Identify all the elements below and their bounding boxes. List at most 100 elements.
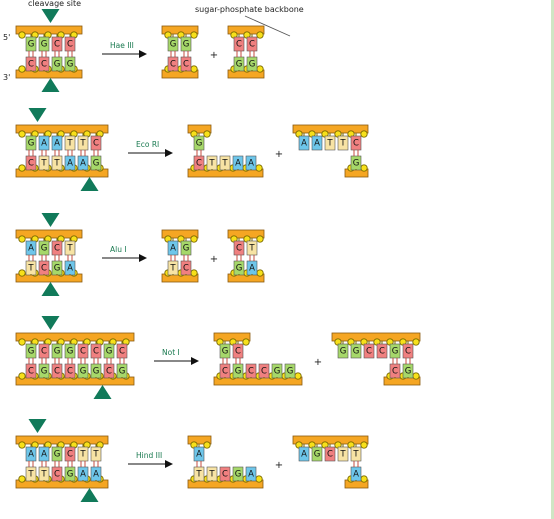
top-base-letter: C bbox=[93, 347, 99, 357]
bottom-base-letter: C bbox=[41, 60, 47, 70]
top-backbone-phosphate bbox=[18, 130, 26, 138]
top-base-box bbox=[232, 343, 244, 359]
bottom-base-letter: A bbox=[235, 159, 241, 169]
top-base-letter: G bbox=[28, 139, 35, 149]
cleavage-site-marker bbox=[80, 177, 99, 191]
bottom-base-letter: T bbox=[27, 264, 34, 274]
top-base-box bbox=[193, 135, 205, 151]
top-base-box bbox=[38, 240, 50, 256]
bottom-base-letter: T bbox=[27, 470, 34, 480]
top-backbone-phosphate bbox=[242, 338, 250, 346]
top-base-letter: T bbox=[92, 450, 99, 460]
top-base-box bbox=[25, 446, 37, 462]
plus-sign: + bbox=[275, 149, 283, 160]
top-base-letter: T bbox=[66, 244, 73, 254]
top-base-letter: G bbox=[314, 450, 321, 460]
bottom-backbone-phosphate bbox=[255, 164, 263, 172]
bottom-base-letter: T bbox=[208, 159, 215, 169]
top-base-box bbox=[38, 343, 50, 359]
top-base-box bbox=[64, 36, 76, 52]
plus-sign: + bbox=[275, 460, 283, 471]
top-base-letter: G bbox=[106, 347, 113, 357]
top-base-box bbox=[51, 240, 63, 256]
top-base-box bbox=[167, 36, 179, 52]
cleavage-site-label: cleavage site bbox=[28, 0, 81, 8]
bottom-base-letter: A bbox=[248, 470, 254, 480]
top-base-box bbox=[77, 343, 89, 359]
five-prime-label: 5' bbox=[3, 33, 10, 42]
three-prime-label: 3' bbox=[3, 73, 10, 82]
top-base-box bbox=[64, 446, 76, 462]
top-base-letter: A bbox=[28, 450, 34, 460]
top-base-letter: C bbox=[41, 347, 47, 357]
top-base-letter: A bbox=[301, 139, 307, 149]
top-base-box bbox=[376, 343, 388, 359]
top-base-letter: G bbox=[28, 40, 35, 50]
top-base-letter: A bbox=[41, 139, 47, 149]
top-base-letter: G bbox=[67, 347, 74, 357]
bottom-base-letter: C bbox=[28, 60, 34, 70]
top-base-letter: C bbox=[366, 347, 372, 357]
top-base-letter: T bbox=[248, 244, 255, 254]
bottom-base-letter: G bbox=[119, 367, 126, 377]
top-base-letter: T bbox=[326, 139, 333, 149]
top-base-box bbox=[233, 240, 245, 256]
bottom-base-letter: G bbox=[353, 159, 360, 169]
cleavage-site-marker bbox=[41, 282, 60, 296]
top-backbone-phosphate bbox=[360, 441, 368, 449]
bottom-base-letter: A bbox=[353, 470, 359, 480]
bottom-base-letter: C bbox=[106, 367, 112, 377]
bottom-base-letter: T bbox=[221, 159, 228, 169]
top-base-letter: G bbox=[41, 40, 48, 50]
top-base-box bbox=[298, 135, 310, 151]
top-base-box bbox=[402, 343, 414, 359]
bottom-base-letter: C bbox=[222, 367, 228, 377]
top-base-box bbox=[311, 135, 323, 151]
bottom-backbone-phosphate bbox=[18, 372, 26, 380]
top-backbone-phosphate bbox=[256, 235, 264, 243]
bottom-base-letter: C bbox=[170, 60, 176, 70]
bottom-base-letter: T bbox=[40, 159, 47, 169]
bottom-base-letter: C bbox=[183, 60, 189, 70]
plus-sign: + bbox=[210, 50, 218, 61]
cleavage-site-marker bbox=[80, 488, 99, 502]
top-base-letter: C bbox=[235, 347, 241, 357]
top-base-letter: G bbox=[196, 139, 203, 149]
top-base-letter: T bbox=[66, 139, 73, 149]
bottom-base-letter: T bbox=[208, 470, 215, 480]
top-base-letter: G bbox=[54, 450, 61, 460]
top-base-letter: T bbox=[339, 139, 346, 149]
top-backbone-phosphate bbox=[203, 441, 211, 449]
top-base-letter: C bbox=[379, 347, 385, 357]
top-backbone-phosphate bbox=[256, 31, 264, 39]
bottom-base-letter: G bbox=[249, 60, 256, 70]
cleavage-site-marker bbox=[41, 213, 60, 227]
top-base-letter: C bbox=[249, 40, 255, 50]
bottom-base-letter: G bbox=[54, 264, 61, 274]
bottom-base-letter: C bbox=[196, 159, 202, 169]
top-base-letter: C bbox=[405, 347, 411, 357]
bottom-base-letter: A bbox=[93, 470, 99, 480]
bottom-backbone-phosphate bbox=[294, 372, 302, 380]
top-base-box bbox=[180, 36, 192, 52]
top-backbone-phosphate bbox=[18, 338, 26, 346]
top-backbone-phosphate bbox=[18, 441, 26, 449]
bottom-base-letter: G bbox=[93, 159, 100, 169]
cleavage-site-marker bbox=[93, 385, 112, 399]
top-base-letter: C bbox=[236, 40, 242, 50]
enzyme-name: Not I bbox=[162, 348, 180, 357]
bottom-backbone-phosphate bbox=[18, 65, 26, 73]
top-base-letter: T bbox=[79, 450, 86, 460]
bottom-base-letter: A bbox=[80, 470, 86, 480]
top-base-box bbox=[64, 240, 76, 256]
top-base-letter: C bbox=[119, 347, 125, 357]
top-base-box bbox=[64, 135, 76, 151]
bottom-backbone-phosphate bbox=[190, 269, 198, 277]
bottom-backbone-phosphate bbox=[18, 269, 26, 277]
top-base-box bbox=[51, 36, 63, 52]
top-base-box bbox=[389, 343, 401, 359]
bottom-backbone-phosphate bbox=[18, 164, 26, 172]
bottom-backbone-phosphate bbox=[255, 475, 263, 483]
